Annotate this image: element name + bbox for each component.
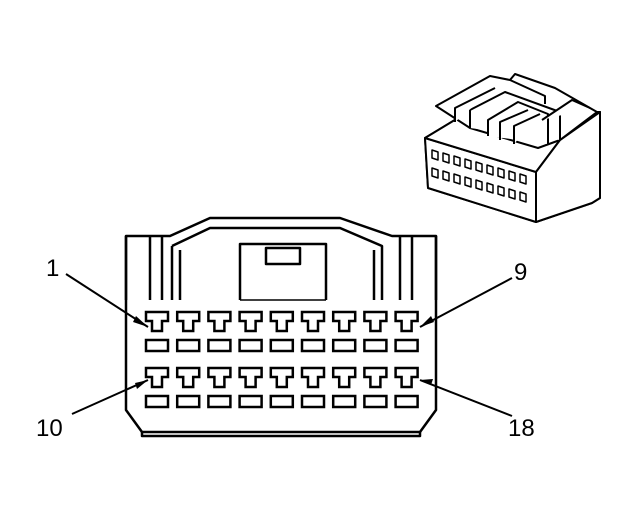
- terminal-row1-5: [269, 310, 295, 333]
- connector-3d-view: [424, 73, 601, 223]
- leader-line-pin-18: [419, 379, 513, 417]
- slot-row1-3: [207, 338, 232, 353]
- terminal-row1-1: [144, 310, 170, 333]
- slot-row1-5: [269, 338, 295, 353]
- slot-row2-6: [300, 394, 326, 409]
- slot-row2-1: [144, 394, 170, 409]
- terminal-row1-4: [238, 310, 263, 333]
- terminal-row2-9: [394, 366, 419, 389]
- terminal-row1-3: [207, 310, 232, 333]
- terminal-row2-7: [331, 366, 357, 389]
- terminal-row2-3: [207, 366, 232, 389]
- slot-row1-1: [144, 338, 170, 353]
- leader-line-pin-1: [65, 273, 149, 328]
- slot-row1-6: [300, 338, 326, 353]
- latch-window: [264, 246, 302, 266]
- slot-row1-9: [394, 338, 419, 353]
- connector-latch: [238, 242, 328, 300]
- terminal-row2-1: [144, 366, 170, 389]
- slot-row2-7: [331, 394, 357, 409]
- terminal-row2-6: [300, 366, 326, 389]
- slot-row2-9: [394, 394, 419, 409]
- leader-line-pin-9: [419, 277, 513, 328]
- terminal-row1-9: [394, 310, 419, 333]
- slot-row2-4: [238, 394, 263, 409]
- slot-row1-7: [331, 338, 357, 353]
- terminal-row1-2: [175, 310, 201, 333]
- slot-row1-8: [363, 338, 388, 353]
- terminal-row2-8: [363, 366, 388, 389]
- pin-label-9: 9: [514, 259, 527, 286]
- terminal-row2-2: [175, 366, 201, 389]
- slot-row2-8: [363, 394, 388, 409]
- terminal-row1-8: [363, 310, 388, 333]
- slot-row2-5: [269, 394, 295, 409]
- leader-line-pin-10: [71, 379, 149, 415]
- terminal-cavities: [144, 310, 419, 409]
- slot-row1-4: [238, 338, 263, 353]
- slot-row2-3: [207, 394, 232, 409]
- terminal-row2-4: [238, 366, 263, 389]
- terminal-row1-6: [300, 310, 326, 333]
- pin-label-1: 1: [46, 255, 59, 282]
- slot-row1-2: [175, 338, 201, 353]
- terminal-row1-7: [331, 310, 357, 333]
- leader-arrowheads: [133, 316, 434, 389]
- pin-label-18: 18: [508, 415, 535, 442]
- terminal-row2-5: [269, 366, 295, 389]
- leader-lines: [65, 273, 513, 417]
- pin-label-10: 10: [36, 415, 63, 442]
- slot-row2-2: [175, 394, 201, 409]
